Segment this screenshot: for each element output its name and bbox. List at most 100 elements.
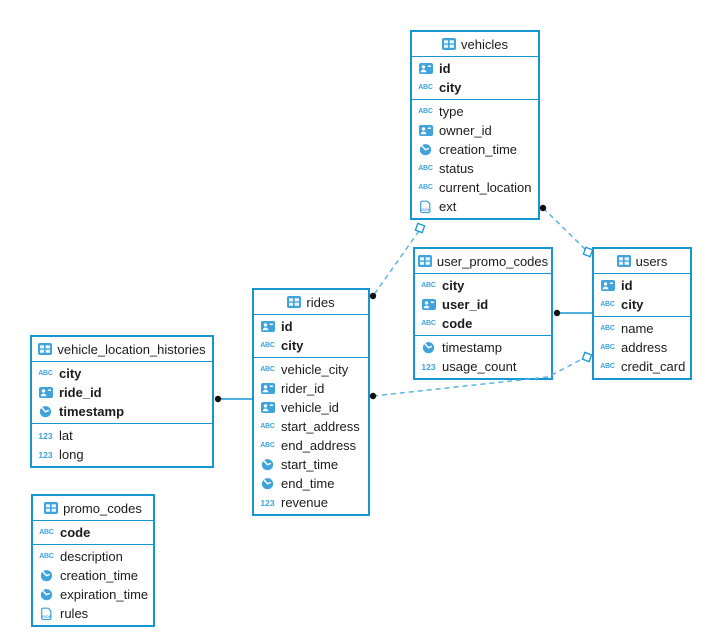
column-name: usage_count	[442, 359, 517, 374]
string-type-icon: ABC	[39, 553, 54, 560]
timestamp-type-icon	[422, 342, 435, 354]
string-type-icon: ABC	[260, 442, 275, 449]
column-row-description[interactable]: ABC description	[33, 547, 153, 566]
column-name: timestamp	[442, 340, 502, 355]
column-row-end_time[interactable]: end_time	[254, 474, 368, 493]
json-type-icon: JSON	[420, 200, 431, 213]
column-name: lat	[59, 428, 73, 443]
column-row-usage_count[interactable]: 123 usage_count	[415, 357, 551, 376]
column-name: name	[621, 321, 654, 336]
column-row-expiration_time[interactable]: expiration_time	[33, 585, 153, 604]
timestamp-type-icon	[261, 459, 274, 471]
column-row-creation_time[interactable]: creation_time	[412, 140, 538, 159]
string-type-icon: ABC	[600, 301, 615, 308]
column-name: code	[60, 525, 91, 540]
column-row-current_location[interactable]: ABC current_location	[412, 178, 538, 197]
column-row-ride_id[interactable]: ride_id	[32, 383, 212, 402]
string-type-icon: ABC	[260, 342, 275, 349]
table-icon	[417, 255, 432, 267]
column-row-long[interactable]: 123 long	[32, 445, 212, 464]
column-name: timestamp	[59, 404, 125, 419]
column-row-end_address[interactable]: ABC end_address	[254, 436, 368, 455]
column-name: city	[439, 80, 462, 95]
relation-square-marker	[414, 222, 426, 234]
table-header[interactable]: rides	[254, 290, 368, 315]
column-row-rider_id[interactable]: rider_id	[254, 379, 368, 398]
column-name: city	[281, 338, 304, 353]
column-name: end_time	[281, 476, 335, 491]
number-type-icon: 123	[421, 361, 436, 372]
column-row-owner_id[interactable]: owner_id	[412, 121, 538, 140]
column-name: long	[59, 447, 84, 462]
column-row-id[interactable]: id	[412, 59, 538, 78]
column-row-city[interactable]: ABC city	[254, 336, 368, 355]
uuid-type-icon	[421, 299, 436, 310]
string-type-icon: ABC	[418, 184, 433, 191]
number-type-icon: 123	[38, 430, 53, 441]
table-header[interactable]: vehicle_location_histories	[32, 337, 212, 362]
timestamp-type-icon	[261, 478, 274, 490]
string-type-icon: ABC	[418, 165, 433, 172]
column-row-id[interactable]: id	[594, 276, 690, 295]
table-icon	[38, 343, 53, 355]
table-icon	[442, 38, 457, 50]
column-name: end_address	[281, 438, 357, 453]
column-row-creation_time[interactable]: creation_time	[33, 566, 153, 585]
table-header[interactable]: user_promo_codes	[415, 249, 551, 274]
table-header[interactable]: vehicles	[412, 32, 538, 57]
number-type-icon: 123	[38, 449, 53, 460]
column-name: id	[621, 278, 633, 293]
table-header[interactable]: users	[594, 249, 690, 274]
relation-vehicles-users	[542, 207, 588, 252]
uuid-type-icon	[418, 63, 433, 74]
column-name: credit_card	[621, 359, 686, 374]
column-name: description	[60, 549, 123, 564]
string-type-icon: ABC	[600, 325, 615, 332]
timestamp-type-icon	[40, 570, 53, 582]
column-name: current_location	[439, 180, 532, 195]
column-row-lat[interactable]: 123 lat	[32, 426, 212, 445]
column-row-timestamp[interactable]: timestamp	[32, 402, 212, 421]
relation-square-marker	[581, 351, 593, 363]
relation-dot-marker	[369, 392, 377, 400]
column-row-start_time[interactable]: start_time	[254, 455, 368, 474]
column-row-timestamp[interactable]: timestamp	[415, 338, 551, 357]
column-row-name[interactable]: ABC name	[594, 319, 690, 338]
column-name: id	[439, 61, 451, 76]
column-name: expiration_time	[60, 587, 149, 602]
column-name: code	[442, 316, 473, 331]
column-name: status	[439, 161, 474, 176]
column-row-status[interactable]: ABC status	[412, 159, 538, 178]
column-row-id[interactable]: id	[254, 317, 368, 336]
uuid-type-icon	[260, 383, 275, 394]
table-icon	[287, 296, 302, 308]
column-row-user_id[interactable]: user_id	[415, 295, 551, 314]
column-name: owner_id	[439, 123, 492, 138]
column-row-vehicle_id[interactable]: vehicle_id	[254, 398, 368, 417]
table-header[interactable]: promo_codes	[33, 496, 153, 521]
timestamp-type-icon	[40, 589, 53, 601]
column-name: creation_time	[60, 568, 139, 583]
